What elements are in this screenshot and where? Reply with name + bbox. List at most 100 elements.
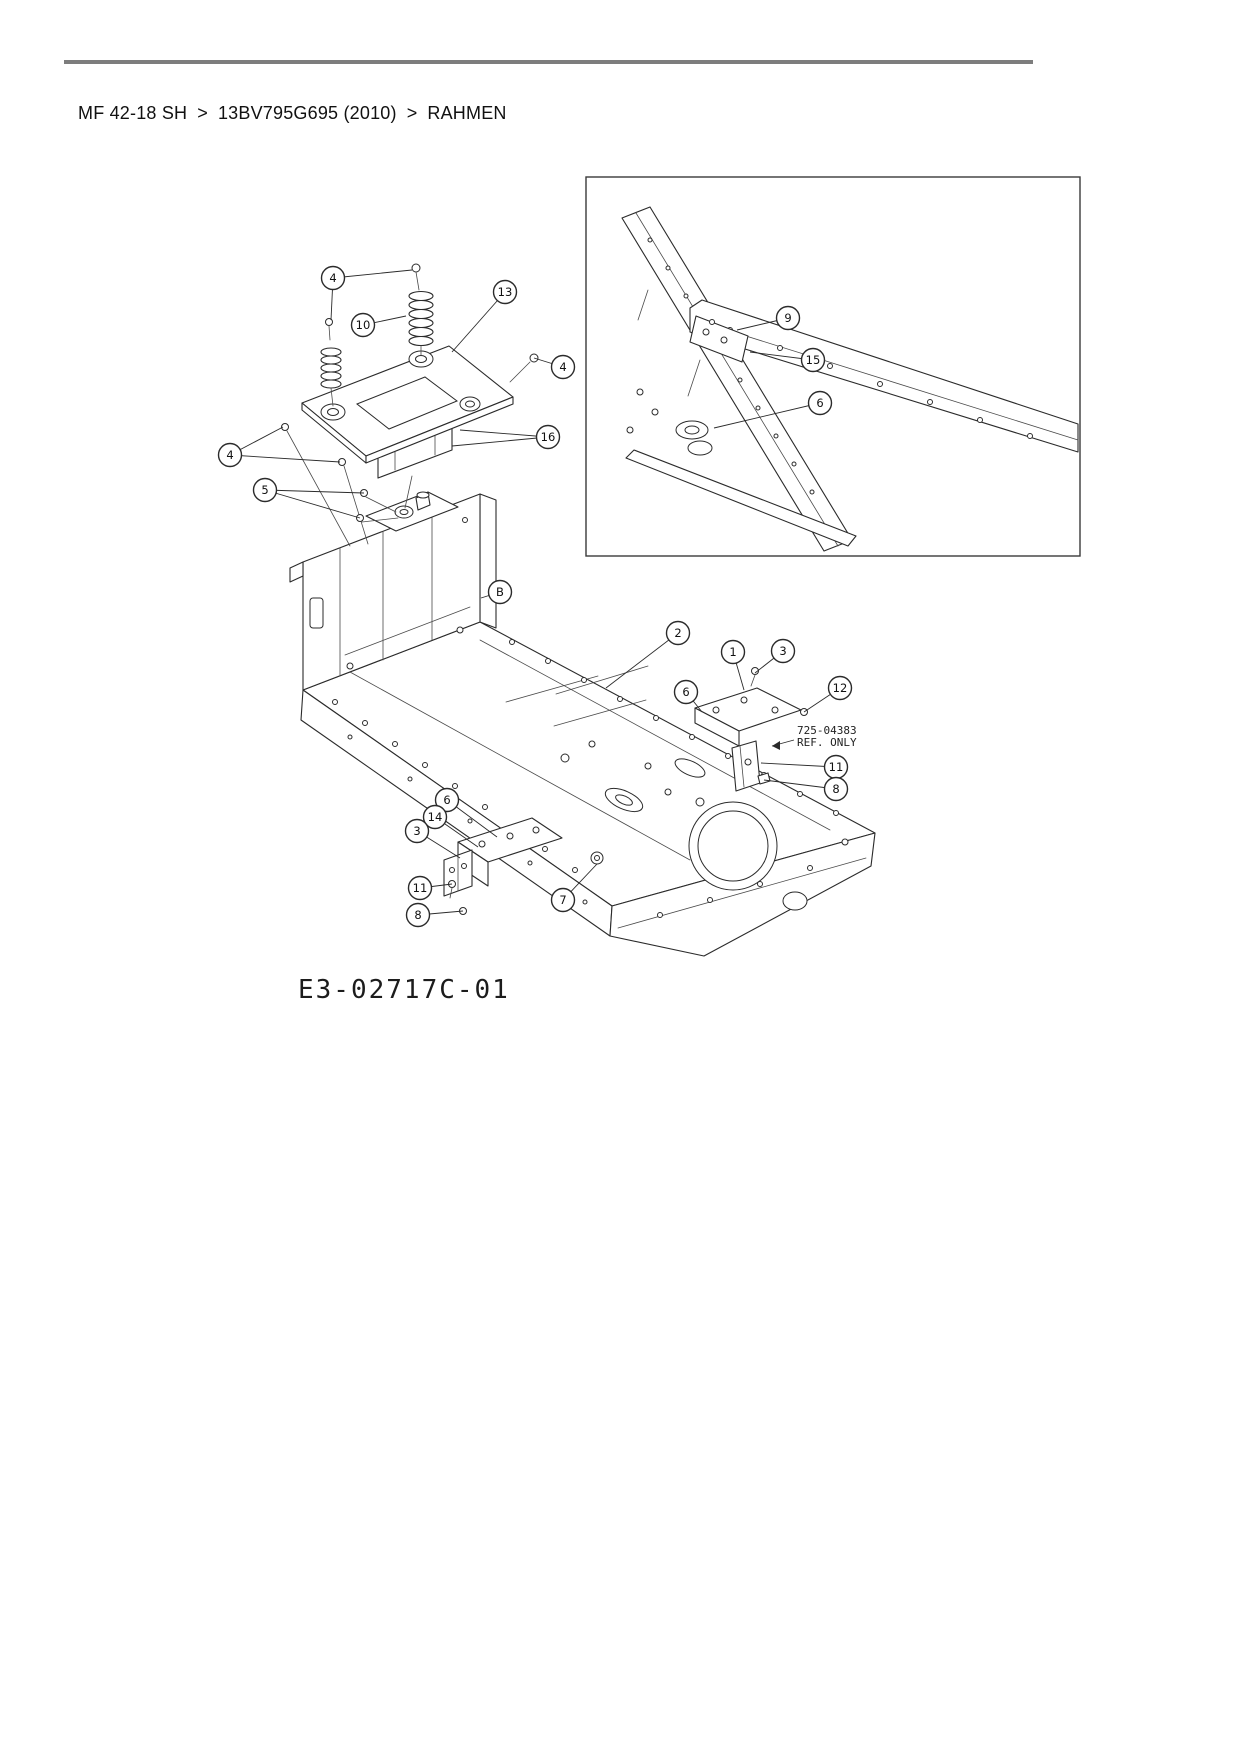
callout-circle	[535, 424, 561, 450]
callout-circle	[434, 787, 460, 813]
callout-balloon-14: 14	[422, 804, 448, 830]
callout-balloon-12: 12	[827, 675, 853, 701]
callout-balloon-5: 5	[252, 477, 278, 503]
breadcrumb-separator: >	[406, 103, 418, 123]
callout-leader	[605, 632, 679, 689]
callout-number: 11	[829, 760, 844, 774]
callout-circle	[404, 818, 430, 844]
callout-balloon-4: 4	[550, 354, 576, 380]
callout-balloon-3: 3	[404, 818, 430, 844]
callout-circle	[422, 804, 448, 830]
callout-number: 8	[832, 782, 839, 796]
top-rule	[64, 60, 1033, 64]
callout-number: 2	[674, 626, 681, 640]
callout-balloon-2: 2	[665, 620, 691, 646]
callout-number: 15	[806, 353, 821, 367]
callout-balloon-8: 8	[823, 776, 849, 802]
callout-number: 13	[498, 285, 513, 299]
callout-leader	[713, 402, 821, 429]
callout-balloon-15: 15	[800, 347, 826, 373]
callout-number: 4	[329, 271, 336, 285]
callout-number: 6	[682, 685, 689, 699]
callout-circle	[807, 390, 833, 416]
callout-leader	[459, 429, 549, 438]
callout-circle	[770, 638, 796, 664]
callout-leader	[229, 454, 341, 463]
callout-balloon-4: 4	[320, 265, 346, 291]
callout-balloon-9: 9	[775, 305, 801, 331]
callout-balloon-11: 11	[823, 754, 849, 780]
spring-large	[408, 290, 434, 356]
callout-number: 1	[729, 645, 736, 659]
callout-number: B	[496, 585, 504, 599]
callout-circle	[823, 776, 849, 802]
callout-circle	[550, 887, 576, 913]
left-bracket	[443, 817, 563, 915]
callout-circle	[492, 279, 518, 305]
callout-number: 4	[226, 448, 233, 462]
callout-leader	[451, 436, 549, 447]
callout-circle	[775, 305, 801, 331]
callout-number: 16	[541, 430, 556, 444]
seat-plate-assembly	[281, 263, 539, 547]
callout-leader	[760, 762, 837, 768]
callout-balloon-11: 11	[407, 875, 433, 901]
callout-number: 3	[413, 824, 420, 838]
callout-circle	[487, 579, 513, 605]
callout-circle	[252, 477, 278, 503]
callout-circle	[800, 347, 826, 373]
diagram-code: E3-02717C-01	[298, 975, 510, 1005]
callout-circle	[350, 312, 376, 338]
callout-balloon-3: 3	[770, 638, 796, 664]
callout-circle	[320, 265, 346, 291]
callout-circle	[217, 442, 243, 468]
tower	[289, 491, 497, 691]
callout-number: 6	[816, 396, 823, 410]
callout-balloon-B: B	[487, 579, 513, 605]
callout-circle	[407, 875, 433, 901]
breadcrumb-item-model[interactable]: MF 42-18 SH	[78, 103, 188, 123]
callout-number: 10	[356, 318, 371, 332]
callout-number: 8	[414, 908, 421, 922]
callout-balloon-16: 16	[535, 424, 561, 450]
callout-leader	[264, 489, 361, 519]
front-bracket	[694, 667, 808, 792]
ref-note: 725-04383 REF. ONLY	[771, 724, 857, 750]
breadcrumb: MF 42-18 SH>13BV795G695 (2010)>RAHMEN	[78, 103, 507, 124]
breadcrumb-item-serial[interactable]: 13BV795G695 (2010)	[217, 103, 397, 123]
callout-balloon-1: 1	[720, 639, 746, 665]
callout-balloon-8: 8	[405, 902, 431, 928]
callout-circle	[720, 639, 746, 665]
frame-main	[300, 621, 876, 957]
callout-balloon-6: 6	[807, 390, 833, 416]
ref-note-line2: REF. ONLY	[797, 736, 857, 749]
callout-circle	[665, 620, 691, 646]
callout-number: 12	[833, 681, 848, 695]
callout-balloon-6: 6	[673, 679, 699, 705]
callout-balloon-10: 10	[350, 312, 376, 338]
callout-circle	[673, 679, 699, 705]
callout-balloon-6: 6	[434, 787, 460, 813]
breadcrumb-item-section: RAHMEN	[427, 103, 507, 123]
inset-detail	[585, 176, 1081, 557]
callout-balloon-7: 7	[550, 887, 576, 913]
callout-circle	[550, 354, 576, 380]
callout-balloon-4: 4	[217, 442, 243, 468]
callout-circle	[405, 902, 431, 928]
callout-number: 3	[779, 644, 786, 658]
callout-number: 7	[559, 893, 566, 907]
spring-small	[320, 347, 342, 407]
ref-note-line1: 725-04383	[797, 724, 857, 737]
callout-number: 9	[784, 311, 791, 325]
callout-leader	[332, 269, 413, 279]
callout-number: 6	[443, 793, 450, 807]
callout-number: 11	[413, 881, 428, 895]
callout-balloon-13: 13	[492, 279, 518, 305]
callout-number: 14	[428, 810, 443, 824]
callout-number: 4	[559, 360, 566, 374]
callout-number: 5	[261, 483, 268, 497]
callout-leader	[264, 489, 365, 494]
